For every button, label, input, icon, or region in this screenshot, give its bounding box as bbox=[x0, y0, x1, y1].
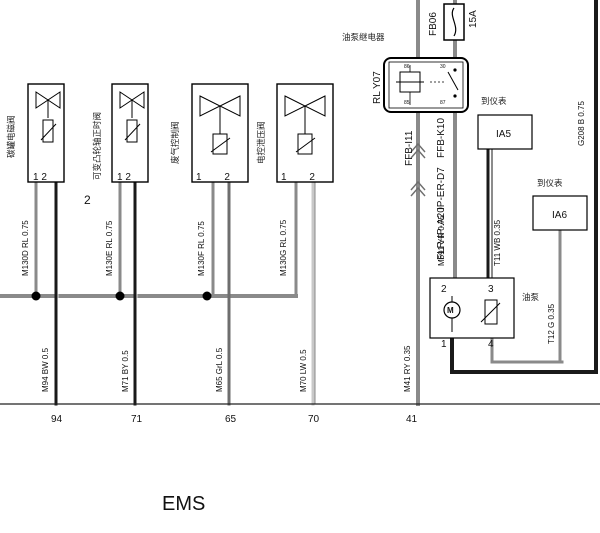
valve-1-harness: M130D RL 0.75 bbox=[21, 220, 30, 276]
pump-pin-2: 2 bbox=[441, 284, 447, 295]
relay-pin-86: 86 bbox=[404, 64, 410, 70]
relay-pin-87: 87 bbox=[440, 100, 446, 106]
connector-chevrons bbox=[410, 142, 426, 197]
ecu-pin-65: 65 bbox=[225, 414, 237, 425]
connector-ip-er-d7: IP-ER-D7 bbox=[436, 167, 447, 210]
ecu-pin-41: 41 bbox=[406, 414, 418, 425]
valve-4-harness: M130G RL 0.75 bbox=[279, 219, 288, 276]
relay-pin-30: 30 bbox=[440, 64, 446, 70]
connector-labels: FFB-I11 FFB-K10 IP-ER-D7 FLR-IP-A20 G208… bbox=[404, 101, 586, 260]
relay-id: RL Y07 bbox=[372, 71, 383, 104]
gauge-ia6: 到仪表 IA6 bbox=[532, 178, 588, 231]
valve-1-bottom-wire: M94 BW 0.5 bbox=[41, 347, 50, 392]
ecu-pins: 94 71 65 70 41 bbox=[51, 414, 418, 425]
pump-relay-wire-label: M41 RY 0.35 bbox=[403, 345, 412, 392]
fuse-fb06: FB06 15A bbox=[428, 3, 479, 41]
diagram-title: EMS bbox=[162, 493, 205, 515]
gauge-ia5-id: IA5 bbox=[496, 129, 511, 140]
valve-3-harness: M130F RL 0.75 bbox=[197, 221, 206, 276]
svg-text:M: M bbox=[447, 306, 454, 315]
gauge-ia6-id: IA6 bbox=[552, 210, 567, 221]
fuel-pump: 2 3 1 4 M 油泵 M691 YR 0.75 T11 WB 0.35 T1… bbox=[429, 214, 556, 350]
pump-pin-3: 3 bbox=[488, 284, 494, 295]
relay-rly07: 油泵继电器 86 30 85 87 RL Y07 bbox=[342, 32, 469, 113]
relay-pin-85: 85 bbox=[404, 100, 410, 106]
junction-dots bbox=[31, 291, 212, 301]
valve-2-harness: M130E RL 0.75 bbox=[105, 220, 114, 276]
connector-ffb-i11: FFB-I11 bbox=[404, 130, 415, 166]
valve-1-name: 碳罐电磁阀 bbox=[6, 115, 17, 158]
fuse-id: FB06 bbox=[428, 12, 439, 36]
valve-3-pins: 1 2 bbox=[196, 172, 240, 183]
valve-4-pins: 1 2 bbox=[281, 172, 325, 183]
valve-1-pins: 1 2 bbox=[33, 172, 47, 183]
valve-4-bottom-wire: M70 LW 0.5 bbox=[299, 349, 308, 392]
fuse-rating: 15A bbox=[468, 10, 479, 28]
valve-2-name: 可变凸轮轴正时阀 bbox=[92, 112, 103, 180]
valve-blowoff: 1 2 电控泄压阀 M130G RL 0.75 M70 LW 0.5 bbox=[256, 83, 334, 392]
section-marker: 2 bbox=[84, 193, 91, 207]
pump-wire-m691: M691 YR 0.75 bbox=[437, 214, 446, 266]
valve-vvt: 1 2 可变凸轮轴正时阀 M130E RL 0.75 M71 BY 0.5 bbox=[92, 83, 149, 392]
pump-pin-1: 1 bbox=[441, 339, 447, 350]
pump-wire-t12: T12 G 0.35 bbox=[547, 303, 556, 344]
pump-wire-t11: T11 WB 0.35 bbox=[493, 219, 502, 266]
valve-4-name: 电控泄压阀 bbox=[256, 121, 267, 164]
ground-wire-label: G208 B 0.75 bbox=[577, 101, 586, 146]
gauge-ia6-heading: 到仪表 bbox=[537, 178, 563, 189]
valve-wastegate: 1 2 废气控制阀 M130F RL 0.75 M65 GrL 0.5 bbox=[170, 83, 249, 392]
connector-ffb-k10: FFB-K10 bbox=[436, 118, 447, 158]
valve-2-pins: 1 2 bbox=[117, 172, 131, 183]
connector-flr-ip-a20: FLR-IP-A20 bbox=[436, 207, 447, 260]
valve-3-bottom-wire: M65 GrL 0.5 bbox=[215, 347, 224, 392]
pump-pin-4: 4 bbox=[488, 339, 494, 350]
valve-2-bottom-wire: M71 BY 0.5 bbox=[121, 350, 130, 392]
sensor-icon bbox=[484, 299, 498, 325]
gauge-ia5: 到仪表 IA5 bbox=[477, 96, 533, 150]
relay-label: 油泵继电器 bbox=[342, 32, 385, 43]
valve-canister-purge: 1 2 碳罐电磁阀 M130D RL 0.75 M94 BW 0.5 bbox=[6, 83, 65, 392]
ecu-pin-70: 70 bbox=[308, 414, 320, 425]
ecu-pin-71: 71 bbox=[131, 414, 143, 425]
pump-label: 油泵 bbox=[522, 292, 540, 303]
valve-3-name: 废气控制阀 bbox=[170, 121, 181, 164]
gauge-ia5-heading: 到仪表 bbox=[481, 96, 507, 107]
ecu-pin-94: 94 bbox=[51, 414, 63, 425]
